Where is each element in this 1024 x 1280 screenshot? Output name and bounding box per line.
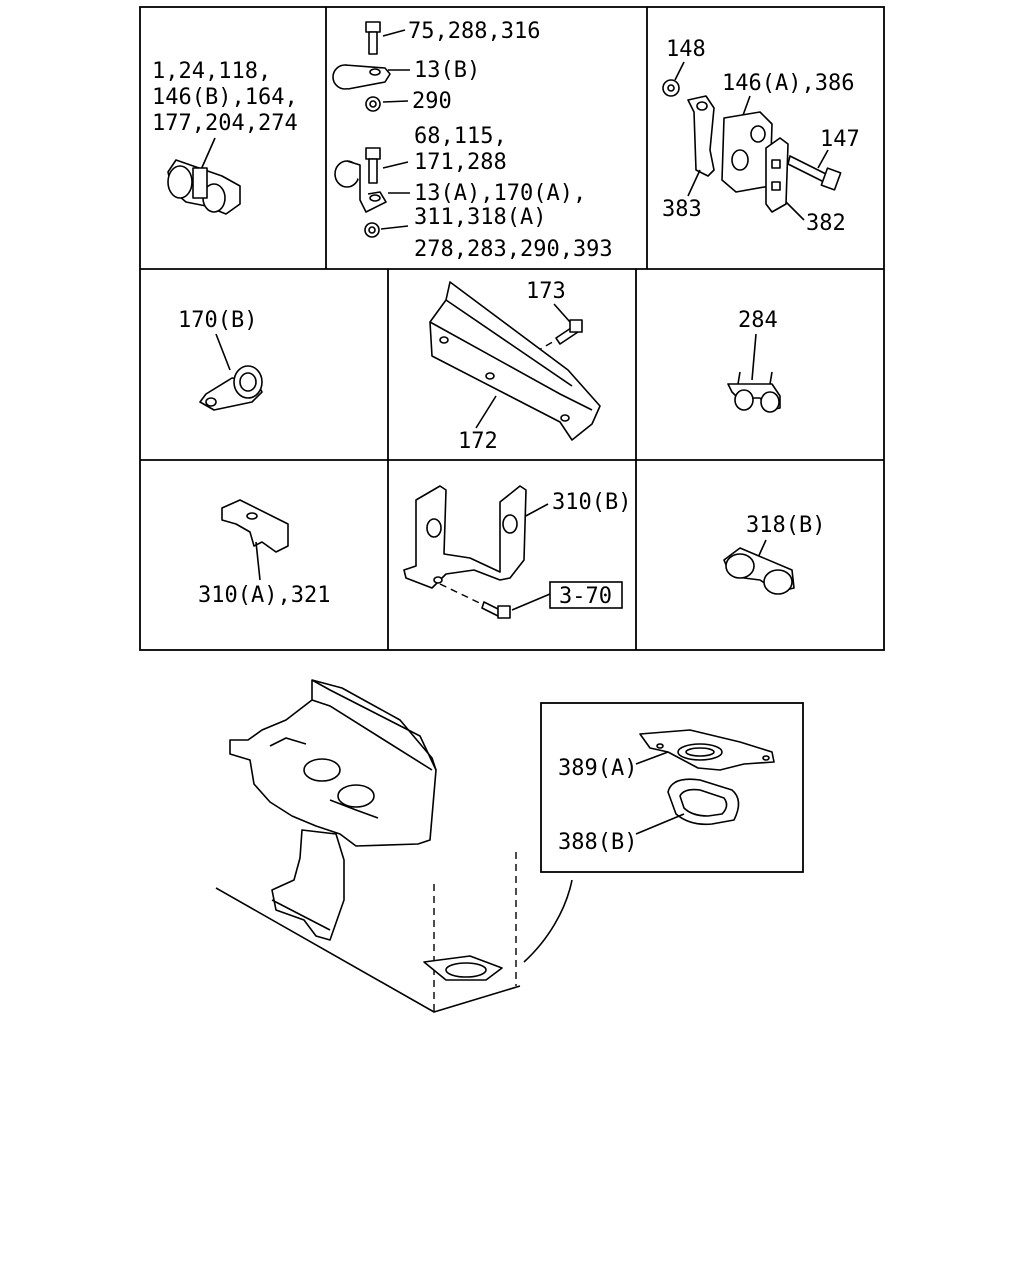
clamp-label-line3: 177,204,274 xyxy=(152,111,298,136)
top-nut-label: 290 xyxy=(412,89,452,114)
clip-318b xyxy=(723,547,795,595)
plate-389a-label: 389(A) xyxy=(558,756,637,781)
ref-box xyxy=(549,581,623,609)
bolt-3-70 xyxy=(481,601,511,619)
low-label-1b: 171,288 xyxy=(414,150,507,175)
clip-318b-label: 318(B) xyxy=(746,513,825,538)
bracket-310a xyxy=(221,499,289,553)
clip-170b xyxy=(199,365,263,411)
low-nut xyxy=(364,222,380,238)
top-nut xyxy=(365,96,381,112)
nut-148 xyxy=(662,79,680,97)
bracket-383-label: 383 xyxy=(662,197,702,222)
bracket-310b xyxy=(403,485,527,589)
nut-label: 148 xyxy=(666,37,706,62)
top-clip xyxy=(332,64,391,90)
bracket-172 xyxy=(429,281,601,441)
cell-split-clamp: 148 146(A),386 147 383 382 xyxy=(662,37,860,236)
cell-bracket-310a: 310(A),321 xyxy=(198,499,330,608)
bracket-382-label: 382 xyxy=(806,211,846,236)
plate-389a xyxy=(639,729,775,771)
bolt-147-label: 147 xyxy=(820,127,860,152)
grommet-388b-label: 388(B) xyxy=(558,830,637,855)
bracket-172-label: 172 xyxy=(458,429,498,454)
low-bolt xyxy=(365,147,381,184)
clamp-label-line1: 1,24,118, xyxy=(152,59,271,84)
clip-284-label: 284 xyxy=(738,308,778,333)
clamp-block xyxy=(721,111,773,193)
clip-284 xyxy=(727,371,781,413)
grommet-388b xyxy=(667,778,740,826)
bracket-310a-label: 310(A),321 xyxy=(198,583,330,608)
cell-clip-318b: 318(B) xyxy=(723,513,825,595)
top-bolt xyxy=(365,21,381,55)
clip-170b-label: 170(B) xyxy=(178,308,257,333)
bolt-173-label: 173 xyxy=(526,279,566,304)
bolt-147 xyxy=(787,155,842,191)
parts-grid xyxy=(139,6,885,651)
bracket-310b-label: 310(B) xyxy=(552,490,631,515)
ref-3-70-label: 3-70 xyxy=(559,584,612,609)
bracket-383 xyxy=(687,95,715,177)
double-clamp-part xyxy=(167,159,241,215)
low-label-1a: 68,115, xyxy=(414,124,507,149)
cell-clip-284: 284 xyxy=(727,308,781,413)
cell-bracket-172: 173 172 xyxy=(429,279,601,454)
bracket-382 xyxy=(765,137,789,213)
low-label-2a: 13(A),170(A), xyxy=(414,181,586,206)
detail-inset: 389(A) 388(B) xyxy=(540,702,804,873)
top-clip-label: 13(B) xyxy=(414,58,480,83)
cell-clip-170b: 170(B) xyxy=(178,308,263,411)
cell-bracket-310b: 310(B) 3-70 xyxy=(403,485,631,619)
cell-double-clamp: 1,24,118, 146(B),164, 177,204,274 xyxy=(152,59,298,215)
top-bolt-label: 75,288,316 xyxy=(408,19,540,44)
clamp-label-line2: 146(B),164, xyxy=(152,85,298,110)
clamp-assy-label: 146(A),386 xyxy=(722,71,854,96)
cell-bolt-clips: 75,288,316 13(B) 290 68,115, 171,288 13(… xyxy=(332,19,613,262)
low-clip xyxy=(334,160,387,213)
low-label-2b: 311,318(A) xyxy=(414,205,546,230)
bolt-173 xyxy=(555,319,583,345)
underbody-drawing xyxy=(215,679,573,1013)
low-label-3: 278,283,290,393 xyxy=(414,237,613,262)
